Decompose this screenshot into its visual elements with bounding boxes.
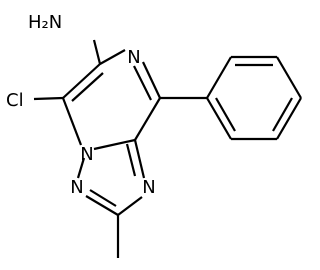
bond-c6-nh2 <box>92 39 102 65</box>
bond-n3-n4 <box>76 157 86 179</box>
bond-n7-c8 <box>142 61 161 99</box>
atom-label-n-pyrazine: N <box>127 47 140 68</box>
atom-label-amine: H₂N <box>28 12 62 33</box>
bond-ph-1-2 <box>206 56 232 99</box>
bond-c8a-n4 <box>93 138 136 151</box>
bond-ph-inner-b <box>272 97 293 132</box>
bond-c5-cl <box>33 96 64 101</box>
bond-ph-3-4 <box>276 56 302 99</box>
bond-layer <box>33 39 302 258</box>
bond-ph-inner-c <box>215 97 236 132</box>
bond-c8-c8a <box>134 97 161 141</box>
atom-label-chloro: Cl <box>6 90 24 111</box>
atom-label-n-triazole-left: N <box>70 177 83 198</box>
bond-n4-c5 <box>61 97 83 146</box>
bond-n7-c8-double <box>133 65 152 101</box>
bond-c8a-n1 <box>133 139 146 179</box>
bond-c2-n3 <box>85 195 119 216</box>
bond-c2-n3-double <box>89 189 117 207</box>
bond-c8a-n1-double <box>125 143 137 177</box>
bond-c5-c6-double <box>71 72 104 102</box>
bond-c5-c6 <box>62 63 101 99</box>
atom-label-n-bridge: N <box>80 144 93 165</box>
bond-n1-c2 <box>117 196 143 216</box>
atom-label-n-triazole-right: N <box>142 177 155 198</box>
bond-c6-n7 <box>99 49 126 65</box>
atom-label-layer: H₂N Cl N N N N <box>6 12 156 198</box>
bond-ph-6-1 <box>206 97 232 140</box>
bond-ph-4-5 <box>276 97 302 140</box>
